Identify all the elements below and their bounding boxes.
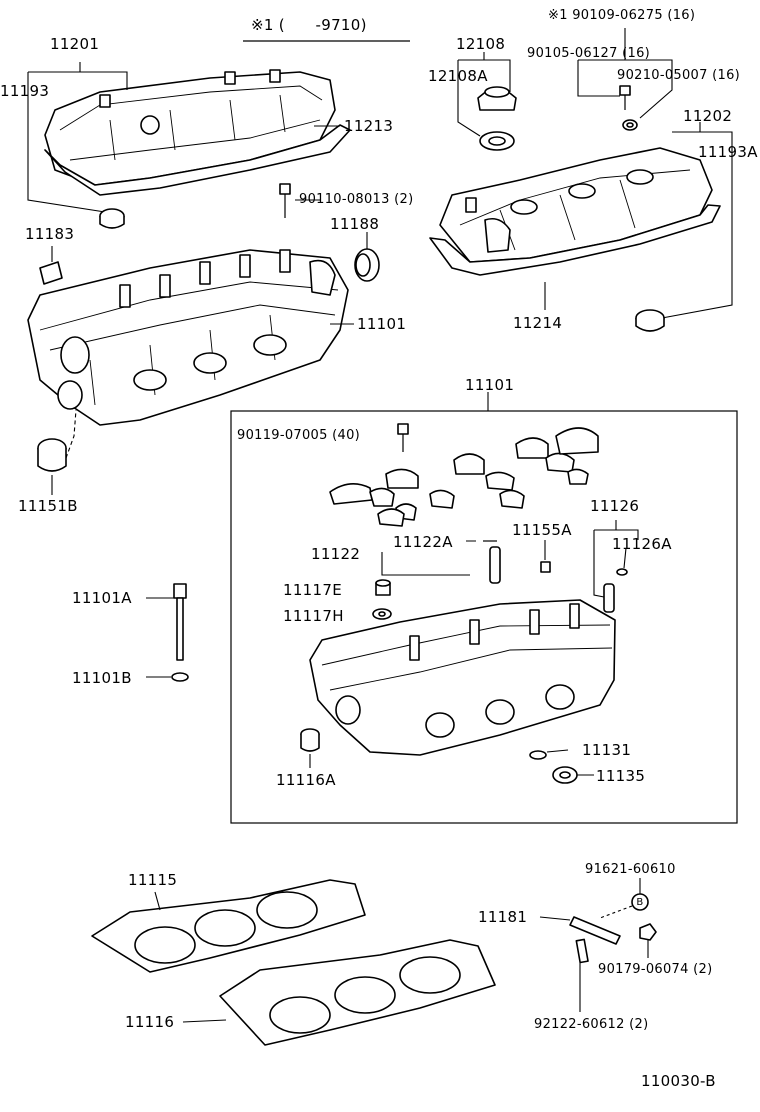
leader-11122 <box>381 540 476 576</box>
seal-11135 <box>552 766 594 784</box>
washer-11117h <box>372 608 392 620</box>
label-91621: 91621-60610 <box>585 862 676 877</box>
head-subassembly-box <box>230 410 738 824</box>
figure-id: 110030-B <box>641 1072 716 1090</box>
ref-marker-b <box>599 878 649 919</box>
label-12108a: 12108A <box>428 67 488 85</box>
cover-gasket-right <box>429 204 721 276</box>
label-11101b: 11101B <box>72 669 132 687</box>
leader-12108 <box>457 52 511 137</box>
label-11126a: 11126A <box>612 535 672 553</box>
valve-guide-11126 <box>603 568 628 613</box>
plug-11155a <box>540 561 551 573</box>
leader-11202 <box>672 122 733 150</box>
label-11202: 11202 <box>683 107 733 125</box>
label-11101-box: 11101 <box>465 376 515 394</box>
label-11181: 11181 <box>478 908 528 926</box>
label-11151b: 11151B <box>18 497 78 515</box>
label-11126: 11126 <box>590 497 640 515</box>
label-11116: 11116 <box>125 1013 175 1031</box>
grommet-11193 <box>99 208 125 229</box>
valve-guide-11122 <box>483 540 501 584</box>
cylinder-head-bare <box>309 599 616 756</box>
washer-90210 <box>622 119 638 131</box>
label-11122: 11122 <box>311 545 361 563</box>
leader-11201 <box>27 62 128 213</box>
label-90119: 90119-07005 (40) <box>237 428 361 443</box>
plug-11117e <box>375 579 391 596</box>
label-11213: 11213 <box>344 117 394 135</box>
label-11101a: 11101A <box>72 589 132 607</box>
plug-11151b <box>37 409 77 495</box>
label-11117e: 11117E <box>283 581 342 599</box>
grommet-11193a <box>635 309 665 332</box>
oil-seal-11188 <box>354 232 380 282</box>
label-11101-top: 11101 <box>357 315 407 333</box>
marker-b-text: B <box>636 897 644 908</box>
label-11116a: 11116A <box>276 771 336 789</box>
cylinder-head-cover-right <box>439 147 713 263</box>
label-11117h: 11117H <box>283 607 344 625</box>
label-11155a: 11155A <box>512 521 572 539</box>
label-90110: 90110-08013 (2) <box>299 192 414 207</box>
cylinder-head-cover-left <box>44 69 336 186</box>
plug-11116a <box>300 728 320 768</box>
bolt-90105 <box>619 85 631 110</box>
oil-cap-gasket <box>479 131 515 151</box>
label-11193: 11193 <box>0 82 50 100</box>
label-11115: 11115 <box>128 871 178 889</box>
label-11188: 11188 <box>330 215 380 233</box>
bolt-90110 <box>279 183 320 218</box>
oil-filler-cap <box>477 86 517 111</box>
head-gasket-11115 <box>91 879 366 973</box>
camshaft-bearing-caps <box>329 427 599 527</box>
washer-11101b <box>146 672 189 682</box>
gasket-11131 <box>529 749 569 760</box>
cylinder-head-assembly <box>27 249 349 426</box>
cover-gasket-left <box>44 124 351 196</box>
label-11135: 11135 <box>596 767 646 785</box>
nut-90179 <box>639 923 657 958</box>
note-header: ※1 ( -9710) <box>251 16 367 34</box>
label-90105: 90105-06127 (16) <box>527 46 651 61</box>
label-11193a: 11193A <box>698 143 758 161</box>
leader-11193a <box>661 150 733 319</box>
head-gasket-11116 <box>182 939 496 1046</box>
label-90210: 90210-05007 (16) <box>617 68 741 83</box>
label-92122: 92122-60612 (2) <box>534 1017 649 1032</box>
label-90109: ※1 90109-06275 (16) <box>548 8 696 23</box>
bolt-90119 <box>397 423 409 452</box>
bolt-92122 <box>575 938 589 1012</box>
leader-bolt-group <box>577 28 673 119</box>
label-11131: 11131 <box>582 741 632 759</box>
head-bolt-11101a <box>146 583 187 661</box>
leader-11126 <box>593 520 639 598</box>
label-11183: 11183 <box>25 225 75 243</box>
label-90179: 90179-06074 (2) <box>598 962 713 977</box>
label-11201: 11201 <box>50 35 100 53</box>
plug-11183 <box>39 246 63 285</box>
label-11214: 11214 <box>513 314 563 332</box>
bracket-11181 <box>539 916 621 945</box>
label-12108: 12108 <box>456 35 506 53</box>
label-11122a: 11122A <box>393 533 453 551</box>
